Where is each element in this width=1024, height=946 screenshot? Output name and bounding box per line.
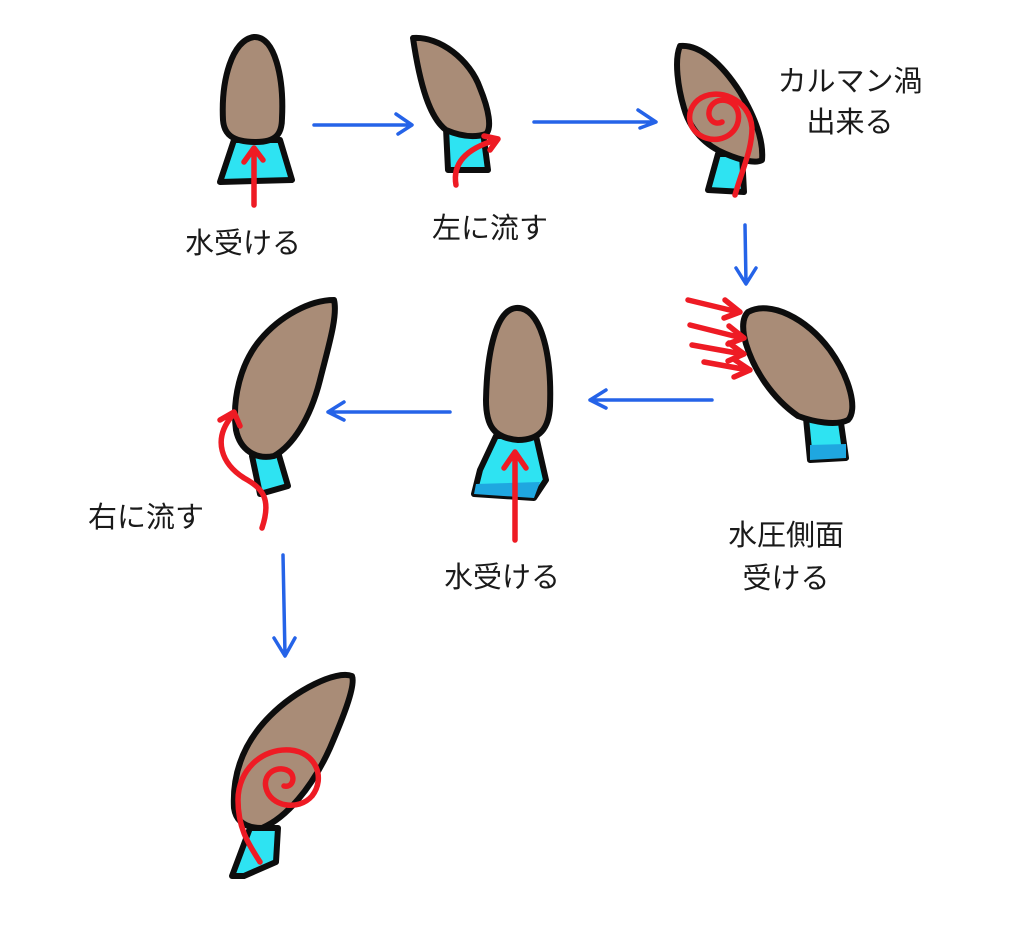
figure-4-stalk-shadow (810, 444, 846, 460)
step-3-label: カルマン渦 出来る (755, 64, 945, 140)
step-6-label: 右に流す (88, 500, 205, 534)
step-1-label: 水受ける (185, 226, 302, 260)
figure-5-water-arrow (501, 449, 529, 543)
step-4-label-line-2: 受ける (742, 560, 830, 595)
figure-1-water-arrow (241, 145, 266, 208)
figure-5-cap (483, 305, 554, 443)
flow-arrow-4-to-5 (588, 388, 714, 410)
step-4-label-line-1: 水圧側面 (727, 518, 844, 552)
figure-6-water-arrow (217, 409, 269, 531)
figure-6-tilted-morel (217, 297, 338, 531)
figure-5-upright-morel (471, 305, 554, 543)
figure-4-cap (740, 305, 856, 426)
figure-4-side-pressure-morel (685, 297, 856, 463)
flow-arrow-5-to-6 (326, 400, 452, 422)
step-3-label-line-2: 出来る (806, 104, 894, 139)
flow-arrow-1-to-2 (312, 112, 414, 136)
step-2-label: 左に流す (432, 211, 549, 245)
step-3-label-line-1: カルマン渦 (777, 64, 923, 98)
figure-4-pressure-arrow-2 (687, 322, 747, 347)
figure-1-upright-morel (217, 34, 295, 208)
figure-7-vortex (235, 747, 322, 865)
figure-4-pressure-arrow-4 (701, 357, 753, 380)
figure-4-pressure-arrow-1 (685, 297, 743, 321)
figure-6-cap (232, 297, 338, 460)
figure-2-water-arrow (452, 133, 501, 188)
figure-3-vortex-morel (674, 42, 766, 198)
figure-2-cap (410, 34, 493, 140)
step-5-label: 水受ける (444, 560, 561, 594)
figure-1-cap (219, 34, 286, 145)
flow-arrow-3-to-4 (734, 223, 758, 286)
figure-7-final-vortex-morel (229, 671, 356, 879)
figure-2-tilted-morel (410, 34, 501, 188)
step-4-label: 水圧側面 受ける (706, 518, 866, 596)
figure-3-vortex (686, 91, 755, 198)
figure-5-stalk-shadow (474, 482, 540, 498)
flow-arrow-6-to-7 (272, 553, 297, 658)
flow-arrow-2-to-3 (532, 108, 658, 130)
